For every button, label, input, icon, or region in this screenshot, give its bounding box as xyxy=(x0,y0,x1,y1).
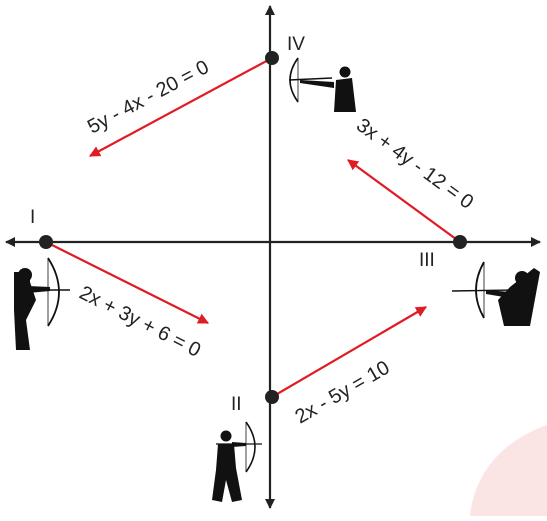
arrow-iii-trajectory xyxy=(347,159,461,243)
point-i xyxy=(39,235,53,249)
archer-ii-icon xyxy=(212,421,262,502)
archer-label-i: I xyxy=(30,207,35,228)
archer-iii-icon xyxy=(451,261,540,326)
watermark-shape xyxy=(470,425,547,516)
arrow-iv-trajectory xyxy=(89,57,273,157)
archer-i-icon xyxy=(14,257,70,350)
point-iii xyxy=(453,235,467,249)
arrow-i-trajectory xyxy=(45,241,209,324)
archer-label-iv: IV xyxy=(287,34,305,55)
archer-iv-icon xyxy=(288,57,356,112)
archer-label-iii: III xyxy=(419,250,435,271)
arrow-ii-trajectory xyxy=(271,306,427,398)
point-iv xyxy=(265,51,279,65)
point-ii xyxy=(265,390,279,404)
equation-i: 2x + 3y + 6 = 0 xyxy=(76,282,204,362)
equation-iii: 3x + 4y - 12 = 0 xyxy=(352,114,477,213)
equation-iv: 5y - 4x - 20 = 0 xyxy=(84,56,213,138)
equation-ii: 2x - 5y = 10 xyxy=(292,357,394,429)
archer-label-ii: II xyxy=(231,394,242,415)
